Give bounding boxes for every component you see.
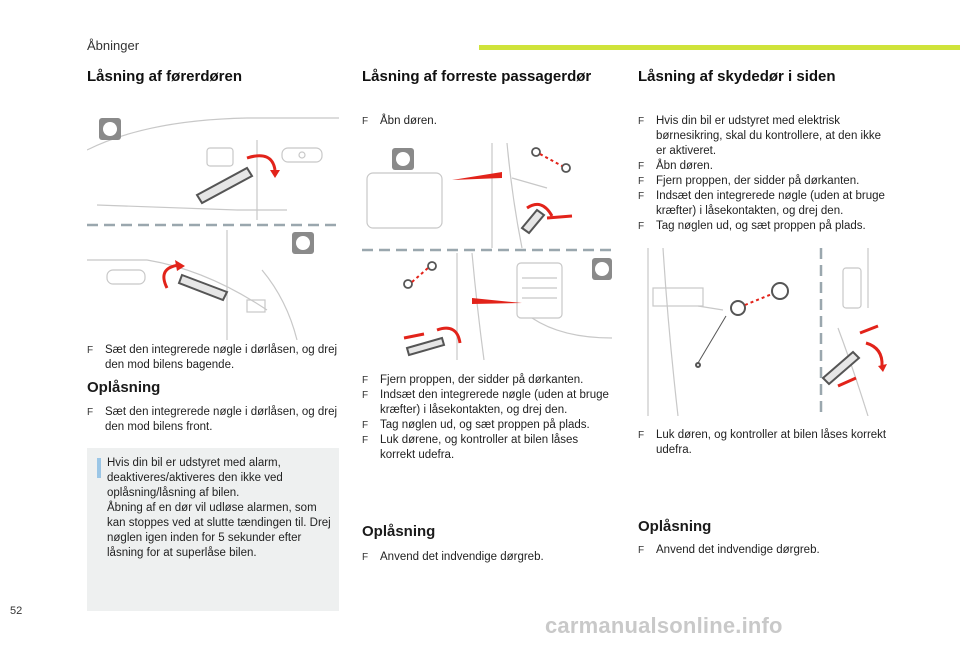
bullet-marker-icon: F <box>638 221 645 232</box>
bullet-marker-icon: F <box>362 420 369 431</box>
info-box: Hvis din bil er udstyret med alarm, deak… <box>87 448 339 611</box>
col2-unlock-title: Oplåsning <box>362 523 436 540</box>
section-accent-bar <box>479 45 960 50</box>
section-header: Åbninger <box>87 38 140 53</box>
bullet-marker-icon: F <box>638 545 645 556</box>
watermark: carmanualsonline.info <box>545 613 783 638</box>
bullet-marker-icon: F <box>362 116 369 127</box>
info-text: Hvis din bil er udstyret med alarm, deak… <box>107 457 331 559</box>
driver-door-illustration <box>87 110 339 340</box>
bullet-marker-icon: F <box>638 191 645 202</box>
bullet-marker-icon: F <box>638 161 645 172</box>
bullet-marker-icon: F <box>362 552 369 563</box>
bullet-marker-icon: F <box>638 176 645 187</box>
col2-title: Låsning af forreste passagerdør <box>362 68 592 85</box>
bullet-marker-icon: F <box>87 345 94 356</box>
bullet-marker-icon: F <box>362 390 369 401</box>
bullet-marker-icon: F <box>362 435 369 446</box>
passenger-door-illustration <box>362 138 614 360</box>
col3-unlock-title: Oplåsning <box>638 518 712 535</box>
col1-unlock-title: Oplåsning <box>87 379 161 396</box>
col3-title: Låsning af skydedør i siden <box>638 68 836 85</box>
bullet-marker-icon: F <box>638 430 645 441</box>
col1-title: Låsning af førerdøren <box>87 68 243 85</box>
bullet-marker-icon: F <box>362 375 369 386</box>
info-icon <box>97 458 101 478</box>
page-number: 52 <box>10 605 23 617</box>
sliding-door-illustration <box>638 248 892 416</box>
bullet-marker-icon: F <box>87 407 94 418</box>
bullet-marker-icon: F <box>638 116 645 127</box>
